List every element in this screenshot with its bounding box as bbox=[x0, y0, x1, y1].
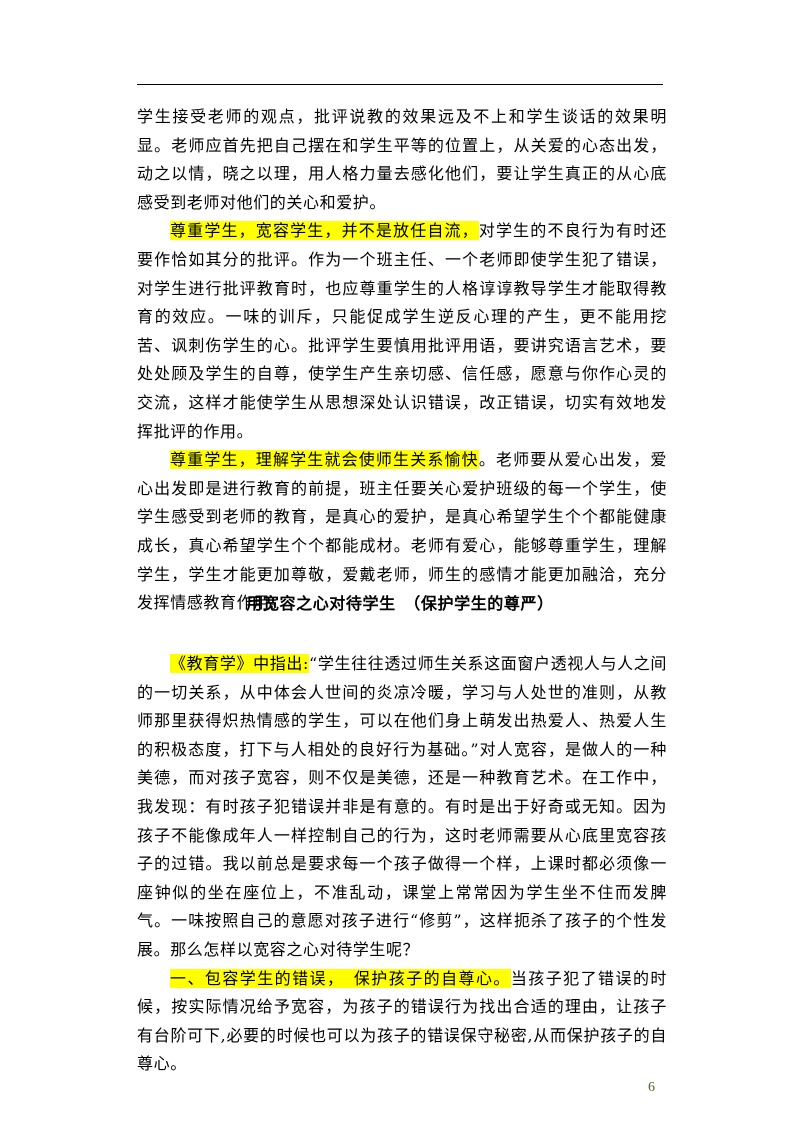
paragraph-5: 一、包容学生的错误， 保护孩子的自尊心。当孩子犯了错误的时候，按实际情况给予宽容… bbox=[137, 965, 667, 1079]
highlight-respect-understanding: 尊重学生，理解学生就会使师生关系愉快 bbox=[170, 450, 479, 470]
paragraph-5-text: 当孩子犯了错误的时候，按实际情况给予宽容，为孩子的错误行为找出合适的理由，让孩子… bbox=[137, 968, 667, 1074]
section-title: 用宽容之心对待学生 （保护学生的尊严） bbox=[246, 594, 554, 613]
body-text-section-2: 《教育学》中指出:“学生往往透过师生关系这面窗户透视人与人之间的一切关系，从中体… bbox=[137, 650, 667, 1079]
body-text-section-1: 学生接受老师的观点，批评说教的效果远及不上和学生谈话的效果明显。老师应首先把自己… bbox=[137, 103, 667, 618]
highlight-respect-tolerance: 尊重学生，宽容学生，并不是放任自流， bbox=[170, 221, 479, 241]
highlight-point-one: 一、包容学生的错误， 保护孩子的自尊心。 bbox=[170, 968, 511, 988]
page-number: 6 bbox=[648, 1080, 655, 1095]
paragraph-2: 尊重学生，宽容学生，并不是放任自流，对学生的不良行为有时还要作恰如其分的批评。作… bbox=[137, 217, 667, 446]
paragraph-3-text: 。老师要从爱心出发，爱心出发即是进行教育的前提，班主任要关心爱护班级的每一个学生… bbox=[137, 450, 667, 613]
paragraph-4-text: “学生往往透过师生关系这面窗户透视人与人之间的一切关系，从中体会人世间的炎凉冷暖… bbox=[137, 654, 667, 959]
highlight-education-quote: 《教育学》中指出: bbox=[170, 654, 310, 673]
paragraph-2-text: 对学生的不良行为有时还要作恰如其分的批评。作为一个班主任、一个老师即使学生犯了错… bbox=[137, 221, 667, 441]
paragraph-4: 《教育学》中指出:“学生往往透过师生关系这面窗户透视人与人之间的一切关系，从中体… bbox=[137, 650, 667, 965]
header-rule bbox=[137, 84, 663, 85]
paragraph-1: 学生接受老师的观点，批评说教的效果远及不上和学生谈话的效果明显。老师应首先把自己… bbox=[137, 107, 667, 212]
paragraph-3: 尊重学生，理解学生就会使师生关系愉快。老师要从爱心出发，爱心出发即是进行教育的前… bbox=[137, 446, 667, 618]
